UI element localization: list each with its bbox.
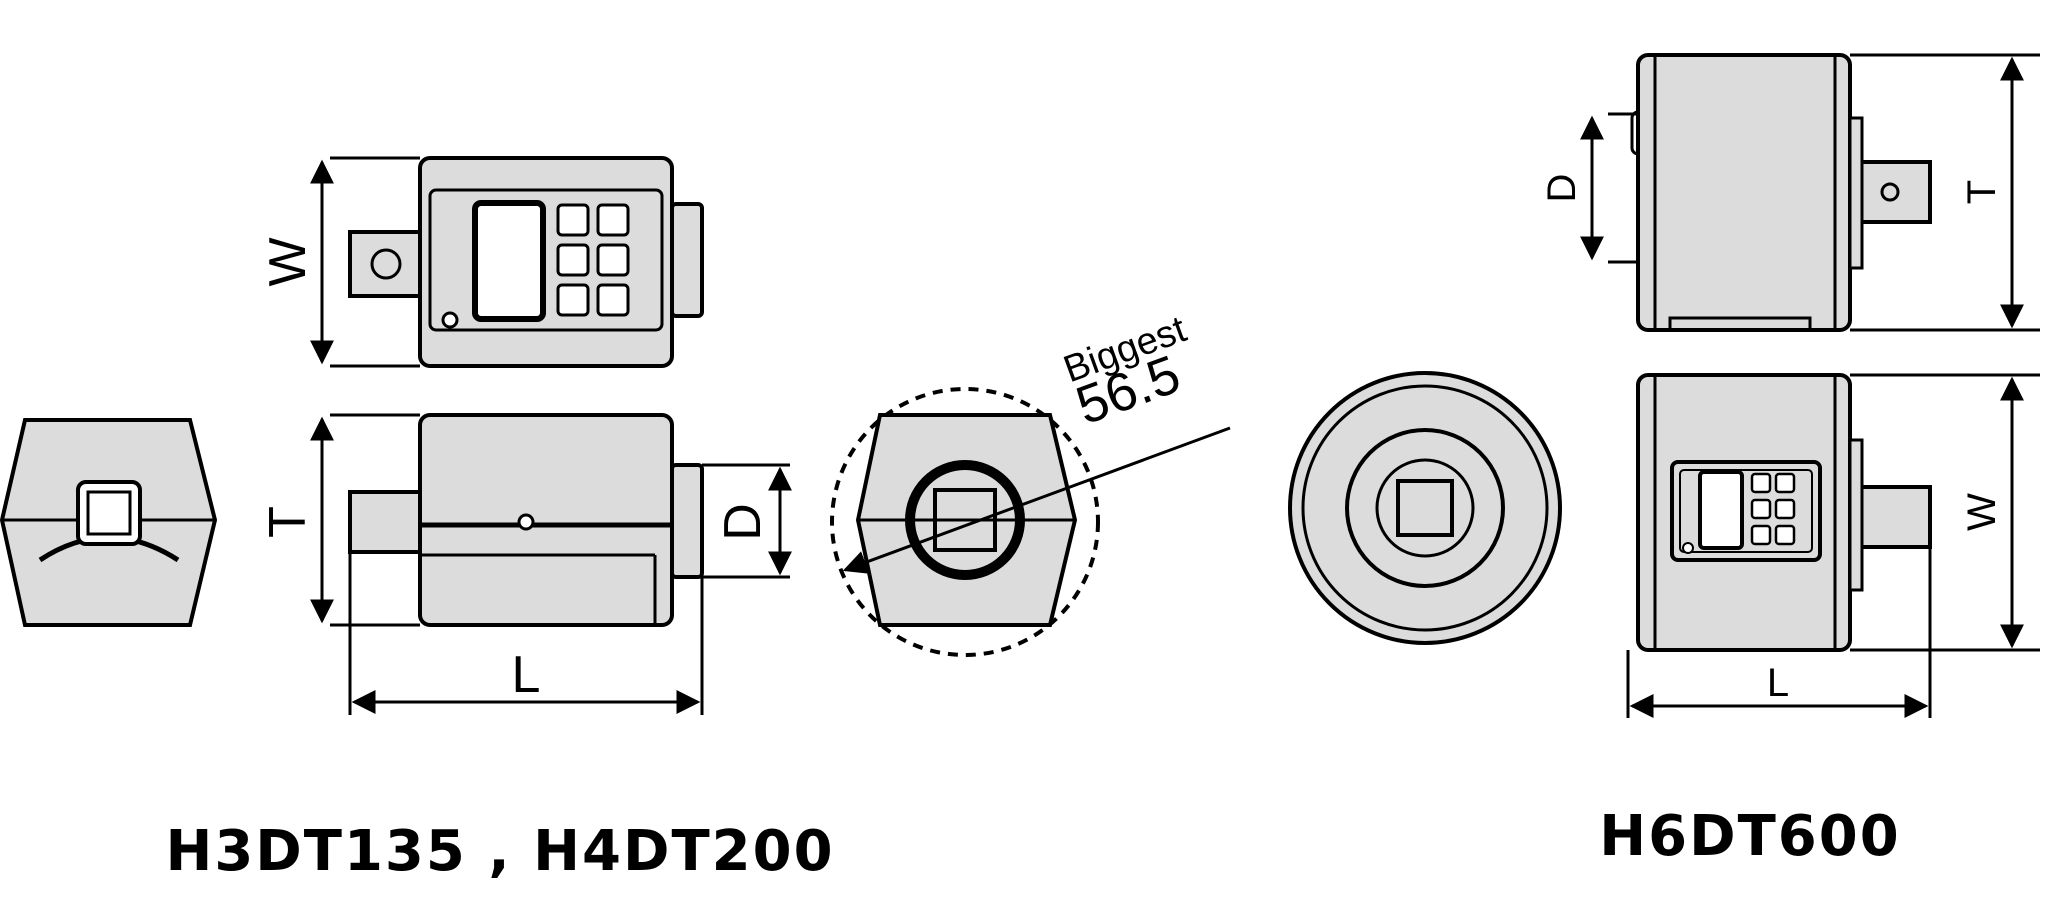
swing-diameter-view: Biggest 56.5 xyxy=(830,308,1231,657)
dim-label-d: D xyxy=(714,503,772,541)
keypad-right xyxy=(1750,472,1796,546)
dim-label-l: L xyxy=(512,646,541,704)
dim-label-w-right: W xyxy=(1960,493,2004,531)
display-panel-right xyxy=(1670,460,1822,562)
dim-label-w: W xyxy=(259,237,317,286)
square-drive-side xyxy=(348,490,424,554)
square-drive-right xyxy=(1858,160,1932,224)
dim-label-d-right: D xyxy=(1540,174,1584,203)
rear-socket-side xyxy=(670,463,704,579)
left-end-view xyxy=(0,418,218,627)
tool-body-side xyxy=(418,413,674,627)
drive-square-end xyxy=(76,480,142,546)
right-top-view: W L xyxy=(1626,373,2040,718)
drive-square-round xyxy=(1396,479,1454,537)
model-label-left: H3DT135 , H4DT200 xyxy=(165,819,834,884)
dim-label-l-right: L xyxy=(1767,661,1789,705)
tool-body-right xyxy=(1636,53,1852,332)
model-label-right: H6DT600 xyxy=(1599,804,1900,869)
left-side-view: T D L xyxy=(259,413,792,715)
lcd-display-right xyxy=(1698,470,1744,550)
lcd-display xyxy=(472,200,546,322)
swing-circle xyxy=(830,387,1100,657)
left-top-view: W xyxy=(259,156,704,368)
rear-socket xyxy=(670,202,704,318)
right-end-view xyxy=(1288,371,1562,645)
square-drive-right-2 xyxy=(1858,485,1932,549)
square-drive xyxy=(348,230,424,298)
keypad xyxy=(556,203,630,317)
right-side-view: D T xyxy=(1540,53,2040,332)
dim-label-t: T xyxy=(259,506,317,538)
dim-label-t-right: T xyxy=(1960,180,2004,204)
